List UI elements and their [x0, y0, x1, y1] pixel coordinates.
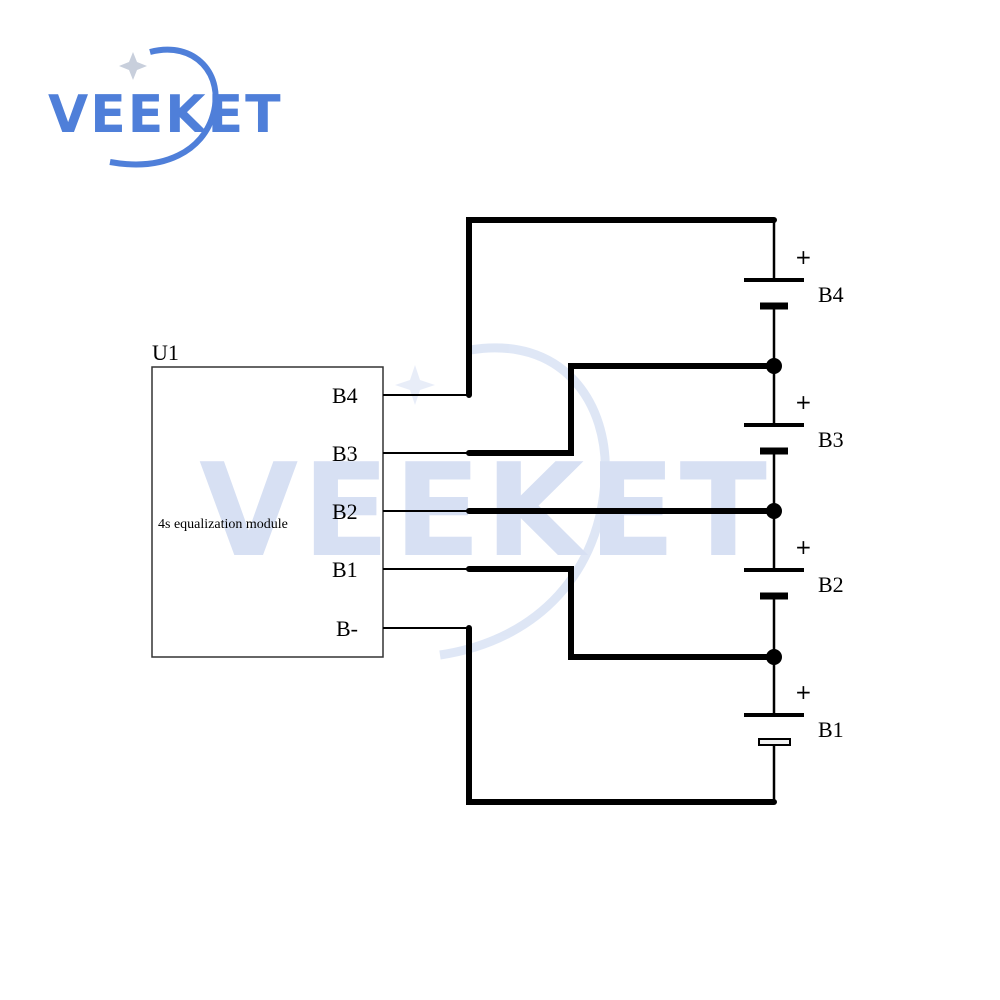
- logo: VEEKET: [48, 46, 283, 168]
- pin-label-b3: B3: [332, 441, 358, 466]
- cell-b2-label: B2: [818, 572, 844, 597]
- cell-b1: + B1: [744, 680, 844, 746]
- cell-b4-label: B4: [818, 282, 844, 307]
- junction-dots: [766, 358, 782, 665]
- module-description: 4s equalization module: [158, 517, 288, 532]
- cell-b1-negative-plate: [758, 738, 791, 746]
- junction-dot-b2: [766, 503, 782, 519]
- junction-dot-b3: [766, 358, 782, 374]
- wire-b3: [466, 363, 777, 456]
- cell-b4-polarity: +: [795, 245, 812, 269]
- logo-swoosh-arc: [109, 46, 219, 168]
- cell-b3-polarity: +: [795, 390, 812, 414]
- watermark-swoosh-arc: [439, 343, 610, 660]
- pin-label-b4: B4: [332, 383, 358, 408]
- wire-b4: [466, 217, 777, 398]
- watermark-star-icon: [395, 365, 435, 405]
- cell-b1-polarity: +: [795, 680, 812, 704]
- cell-b3: + B3: [744, 390, 844, 455]
- pin-label-b2: B2: [332, 499, 358, 524]
- cell-b1-label: B1: [818, 717, 844, 742]
- cell-b2: + B2: [744, 535, 844, 600]
- module-designator: U1: [152, 340, 179, 365]
- wire-b1: [466, 566, 777, 660]
- pin-label-bminus: B-: [336, 616, 358, 641]
- cell-b3-label: B3: [818, 427, 844, 452]
- logo-text: VEEKET: [48, 85, 283, 145]
- junction-dot-b1: [766, 649, 782, 665]
- wire-bminus: [466, 625, 777, 805]
- pin-label-b1: B1: [332, 557, 358, 582]
- watermark: VEEKET: [199, 343, 767, 660]
- logo-star-icon: [119, 52, 147, 80]
- pin-leads: [383, 394, 469, 629]
- cell-b2-polarity: +: [795, 535, 812, 559]
- balance-wires: [466, 217, 777, 805]
- cell-b4: + B4: [744, 245, 844, 310]
